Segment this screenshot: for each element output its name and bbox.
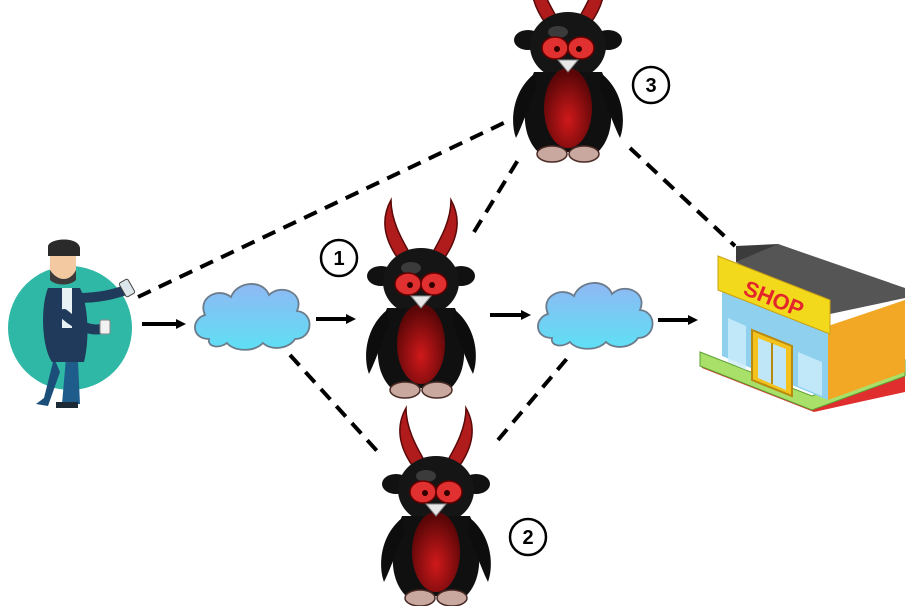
attacker-2: [380, 407, 492, 606]
badge-attacker-3-label: 3: [645, 75, 656, 97]
dashed-links: [137, 118, 737, 454]
link-attacker-3-to-shop: [628, 146, 737, 248]
shop-building: SHOP: [699, 244, 906, 412]
link-cloud-1-to-attacker-2: [288, 353, 380, 454]
badge-attacker-1: 1: [319, 238, 359, 278]
link-attacker-2-to-cloud-2: [496, 353, 572, 442]
link-attacker-1-to-attacker-3: [472, 158, 520, 234]
attacker-1: [365, 199, 477, 399]
badge-attacker-2-label: 2: [522, 527, 533, 549]
attacker-3: [512, 0, 624, 163]
cloud-2: [537, 282, 654, 350]
badge-attacker-1-label: 1: [333, 248, 344, 270]
user-figure: [8, 239, 136, 408]
badge-attacker-3: 3: [631, 65, 671, 105]
badge-attacker-2: 2: [508, 517, 548, 557]
flow-arrows: [142, 310, 698, 329]
cloud-1: [194, 283, 311, 351]
